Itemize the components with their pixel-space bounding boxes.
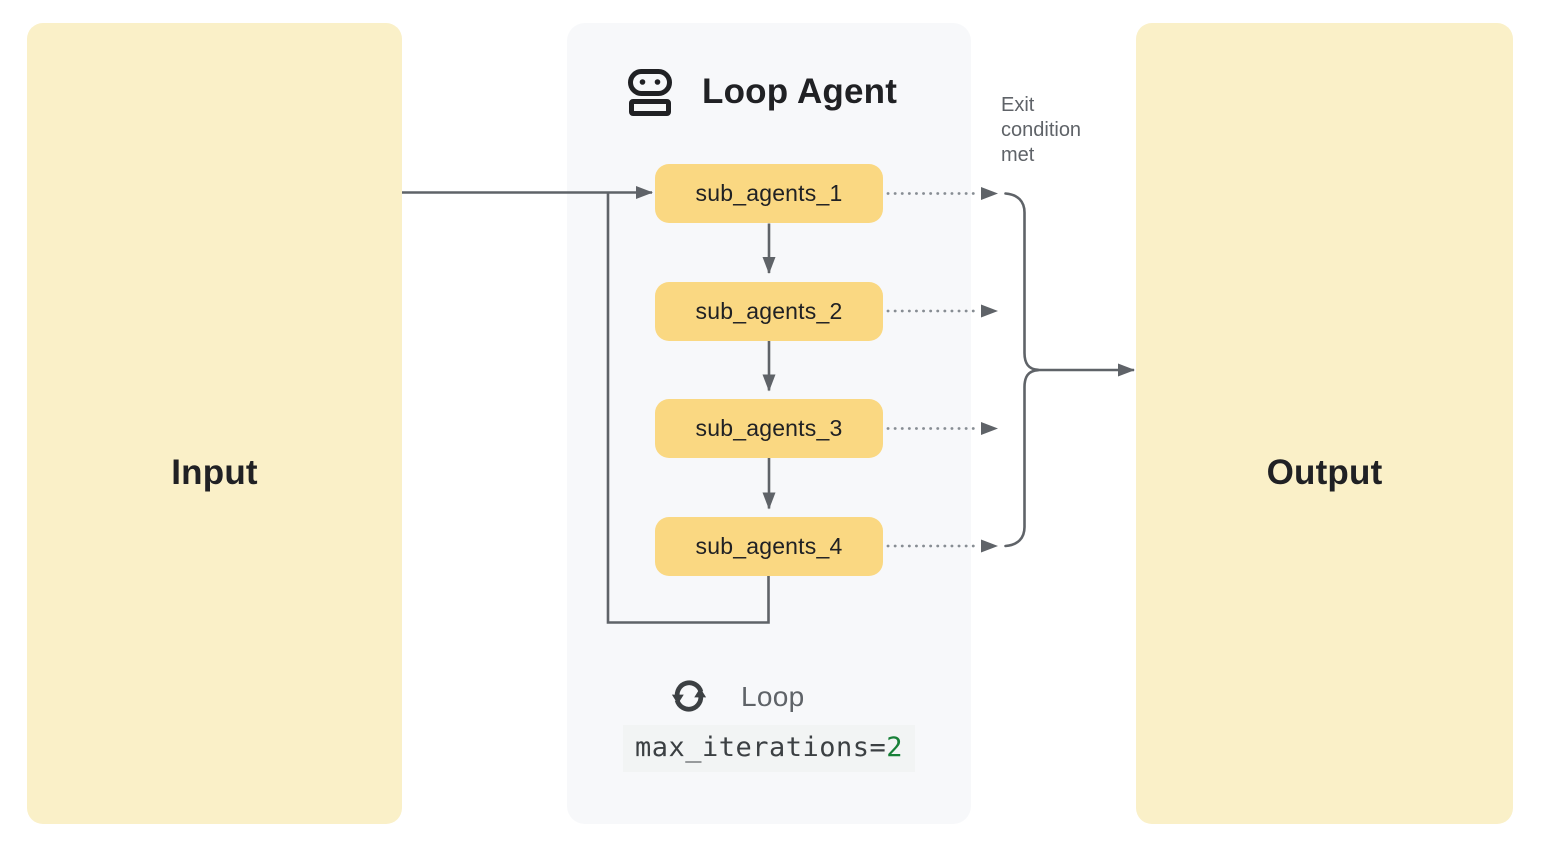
agent1-exit-arrowhead <box>981 187 998 200</box>
output-box: Output <box>1136 23 1513 824</box>
sub-agent-box-2: sub_agents_2 <box>655 282 883 341</box>
agent3-exit-arrowhead <box>981 422 998 435</box>
code-text: max_iterations= <box>634 732 887 763</box>
robot-icon <box>628 69 672 116</box>
loop-agent-title: Loop Agent <box>702 72 898 111</box>
input-label: Input <box>171 453 258 492</box>
agent2-exit-arrowhead <box>981 304 998 318</box>
agent4-exit-arrowhead <box>981 539 998 553</box>
sub-agent-label-4: sub_agents_4 <box>695 533 843 559</box>
loop-label: Loop <box>741 681 805 712</box>
merge-bracket-lower <box>1004 368 1040 548</box>
max-iterations-row: max_iterations=2 <box>567 725 971 772</box>
merge-bracket-upper <box>1004 192 1040 372</box>
loop-icon <box>670 677 708 715</box>
output-label: Output <box>1266 453 1383 492</box>
sub-agent-label-3: sub_agents_3 <box>695 415 843 441</box>
sub-agent-box-4: sub_agents_4 <box>655 517 883 576</box>
sub-agent-label-2: sub_agents_2 <box>695 298 843 324</box>
sub-agent-box-3: sub_agents_3 <box>655 399 883 458</box>
code-value: 2 <box>886 732 904 763</box>
exit-condition-label: Exit condition met <box>1001 94 1082 166</box>
loop-agent-panel: Loop Agent sub_agents_1 sub_agents_2 sub… <box>567 23 971 824</box>
input-box: Input <box>27 23 402 824</box>
sub-agent-box-1: sub_agents_1 <box>655 164 883 223</box>
sub-agent-label-1: sub_agents_1 <box>695 180 843 206</box>
max-iterations-code: max_iterations=2 <box>622 725 916 772</box>
